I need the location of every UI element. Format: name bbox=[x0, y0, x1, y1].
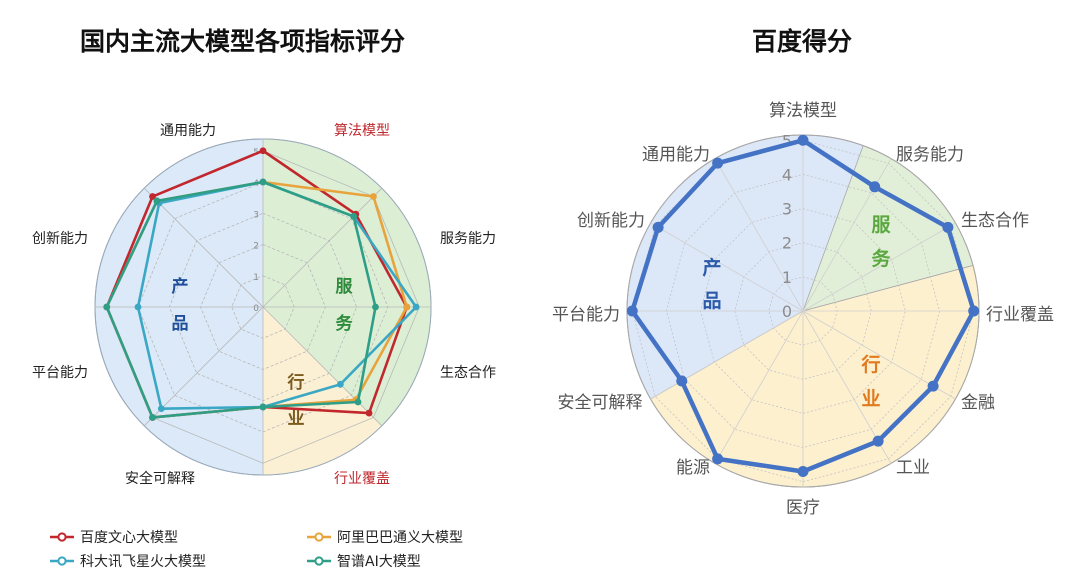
legend-item-alibaba: 阿里巴巴通义大模型 bbox=[307, 527, 463, 547]
left-axis-label: 平台能力 bbox=[32, 365, 88, 381]
right-series-point bbox=[797, 134, 809, 146]
left-series-point-3 bbox=[350, 213, 357, 220]
legend-label-alibaba: 阿里巴巴通义大模型 bbox=[337, 530, 463, 546]
left-axis-label: 创新能力 bbox=[32, 231, 88, 247]
left-chart-title: 国内主流大模型各项指标评分 bbox=[80, 27, 406, 56]
right-tick-label: 3 bbox=[782, 200, 792, 219]
left-series-point-3 bbox=[259, 403, 267, 411]
left-series-point-3 bbox=[149, 414, 156, 421]
left-spoke bbox=[143, 306, 264, 427]
right-series-point bbox=[676, 375, 688, 387]
left-axis-label: 生态合作 bbox=[440, 365, 496, 381]
right-axis-label: 通用能力 bbox=[642, 145, 710, 165]
left-tick-label: 2 bbox=[253, 242, 259, 252]
right-axis-label: 平台能力 bbox=[552, 305, 620, 325]
right-series-point bbox=[712, 453, 724, 465]
right-axis-label: 能源 bbox=[676, 458, 710, 478]
right-tick-label: 1 bbox=[782, 268, 792, 287]
left-spoke bbox=[262, 187, 383, 308]
right-sector-industry-2: 业 bbox=[861, 388, 880, 410]
legend-swatch-alibaba bbox=[307, 530, 331, 544]
right-axis-label: 医疗 bbox=[786, 498, 820, 518]
right-sector-service-2: 务 bbox=[871, 247, 891, 270]
left-axis-label: 通用能力 bbox=[160, 123, 216, 139]
legend-item-iflytek: 科大讯飞星火大模型 bbox=[50, 551, 206, 571]
right-spoke bbox=[714, 310, 804, 464]
left-tick-label: 0 bbox=[253, 304, 259, 314]
left-sector-service-2: 务 bbox=[336, 313, 354, 334]
left-sector-product-1: 产 bbox=[172, 276, 189, 297]
left-tick-label: 1 bbox=[253, 273, 259, 283]
right-series-point bbox=[927, 380, 939, 392]
right-spoke bbox=[650, 222, 804, 312]
left-series-point-2 bbox=[134, 303, 142, 311]
right-sector-product-1: 产 bbox=[702, 256, 721, 279]
right-axis-label: 创新能力 bbox=[577, 211, 645, 231]
right-sector-service-1: 服 bbox=[871, 214, 891, 236]
right-series-point bbox=[872, 435, 884, 447]
right-series-point bbox=[712, 157, 724, 169]
left-series-point-2 bbox=[336, 380, 344, 388]
legend-label-zhipu: 智谱AI大模型 bbox=[337, 554, 421, 570]
left-tick-label: 3 bbox=[253, 210, 259, 220]
left-series-point-3 bbox=[103, 303, 111, 311]
right-tick-label: 4 bbox=[782, 165, 792, 184]
right-spoke bbox=[802, 222, 956, 312]
right-spoke bbox=[650, 310, 804, 400]
left-sector-industry-1: 行 bbox=[287, 372, 305, 393]
right-series-point bbox=[942, 221, 954, 233]
left-series-point-0 bbox=[365, 409, 373, 417]
legend-item-baidu: 百度文心大模型 bbox=[50, 527, 178, 547]
legend-swatch-baidu bbox=[50, 530, 74, 544]
right-axis-label: 行业覆盖 bbox=[986, 305, 1054, 325]
right-series-point bbox=[968, 305, 980, 317]
right-axis-label: 金融 bbox=[961, 393, 995, 413]
right-axis-label: 工业 bbox=[896, 458, 930, 478]
legend-swatch-zhipu bbox=[307, 554, 331, 568]
right-sector-industry-1: 行 bbox=[860, 353, 880, 376]
left-spoke bbox=[143, 187, 264, 308]
legend-label-baidu: 百度文心大模型 bbox=[80, 530, 178, 546]
left-sector-product-2: 品 bbox=[172, 314, 189, 334]
right-sector-product-2: 品 bbox=[702, 290, 721, 312]
right-series-point bbox=[626, 305, 638, 317]
left-series-point-3 bbox=[153, 197, 161, 205]
legend-swatch-iflytek bbox=[50, 554, 74, 568]
left-sector-service-1: 服 bbox=[336, 277, 354, 297]
right-axis-label: 服务能力 bbox=[896, 145, 964, 165]
left-series-point-1 bbox=[370, 193, 377, 200]
right-tick-label: 2 bbox=[782, 234, 792, 253]
left-radar: 012345产品服务行业算法模型服务能力生态合作行业覆盖安全可解释平台能力创新能… bbox=[32, 123, 496, 487]
left-series-point-2 bbox=[412, 303, 420, 311]
left-series-point-3 bbox=[259, 178, 267, 186]
left-axis-label: 算法模型 bbox=[334, 123, 390, 139]
right-series-point bbox=[652, 221, 664, 233]
left-series-point-3 bbox=[354, 398, 362, 406]
left-bg-industry bbox=[263, 307, 382, 475]
right-tick-label: 0 bbox=[782, 302, 792, 321]
left-axis-label: 服务能力 bbox=[440, 231, 496, 247]
right-chart-title: 百度得分 bbox=[752, 27, 853, 56]
left-series-point-3 bbox=[372, 303, 379, 311]
right-tick-label: 5 bbox=[782, 131, 792, 150]
legend-label-iflytek: 科大讯飞星火大模型 bbox=[80, 554, 206, 570]
left-axis-label: 安全可解释 bbox=[125, 470, 195, 487]
left-series-point-0 bbox=[149, 193, 156, 200]
legend-item-zhipu: 智谱AI大模型 bbox=[307, 551, 421, 571]
right-series-point bbox=[869, 181, 881, 193]
left-spoke bbox=[262, 306, 383, 427]
right-axis-label: 生态合作 bbox=[961, 211, 1029, 231]
left-sector-industry-2: 业 bbox=[288, 409, 305, 429]
left-series-point-2 bbox=[157, 405, 165, 413]
right-series-point bbox=[797, 465, 809, 477]
right-axis-label: 安全可解释 bbox=[558, 393, 643, 413]
left-axis-label: 行业覆盖 bbox=[334, 471, 390, 487]
right-axis-label: 算法模型 bbox=[769, 101, 837, 121]
left-series-point-1 bbox=[403, 303, 411, 311]
right-spoke bbox=[714, 158, 804, 312]
left-series-point-0 bbox=[259, 147, 267, 155]
